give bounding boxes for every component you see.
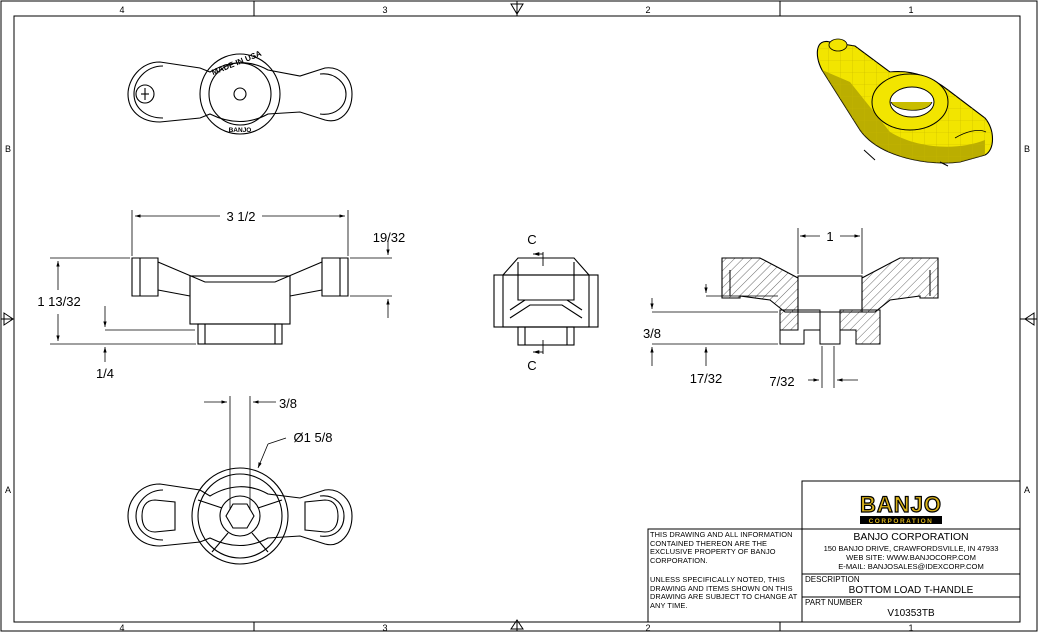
zone-col-label: 3 — [382, 5, 387, 15]
bottom-view — [127, 467, 353, 565]
change-notice: UNLESS SPECIFICALLY NOTED, THIS DRAWING … — [650, 575, 798, 610]
section-view-dimensions — [650, 228, 863, 388]
top-view — [127, 53, 353, 135]
section-marker-bottom: C — [527, 358, 536, 373]
brand-marking-top: BANJO — [229, 127, 252, 134]
dimension-overall-height: 1 13/32 — [37, 294, 80, 309]
zone-col-label: 4 — [119, 623, 124, 632]
zone-row-label: B — [1024, 144, 1030, 154]
made-in-usa-marking: MADE IN USA — [210, 49, 263, 77]
zone-col-label: 4 — [119, 5, 124, 15]
title-block-frame — [647, 480, 1021, 623]
dimension-section-base: 17/32 — [690, 371, 723, 386]
zone-row-label: B — [5, 144, 11, 154]
bottom-view-dimensions — [204, 396, 287, 510]
dimension-pin-width: 7/32 — [769, 374, 794, 389]
part-number-value: V10353TB — [887, 608, 935, 619]
dimension-hub-diameter: Ø1 5/8 — [293, 430, 332, 445]
description-value: BOTTOM LOAD T-HANDLE — [848, 585, 974, 596]
dimension-overall-length: 3 1/2 — [227, 209, 256, 224]
logo-subtext: CORPORATION — [869, 518, 934, 525]
ownership-notice: THIS DRAWING AND ALL INFORMATION CONTAIN… — [650, 530, 793, 565]
zone-col-label: 3 — [382, 623, 387, 632]
section-view — [721, 257, 939, 345]
side-view — [493, 257, 599, 346]
section-cut-markers — [533, 252, 544, 354]
logo-text: BANJO — [860, 492, 942, 517]
front-view-dimensions — [50, 210, 392, 362]
dimension-section-width: 1 — [826, 229, 833, 244]
company-website: WEB SITE: WWW.BANJOCORP.COM — [846, 553, 976, 562]
banjo-logo: BANJO CORPORATION — [859, 490, 942, 525]
dimension-hub-height: 1/4 — [96, 366, 114, 381]
section-marker-top: C — [527, 232, 536, 247]
zone-col-label: 2 — [645, 5, 650, 15]
zone-col-label: 2 — [645, 623, 650, 632]
company-address: 150 BANJO DRIVE, CRAWFORDSVILLE, IN 4793… — [823, 544, 999, 553]
zone-col-label: 1 — [908, 5, 913, 15]
front-view — [131, 257, 349, 345]
company-email: E-MAIL: BANJOSALES@IDEXCORP.COM — [838, 562, 984, 571]
part-number-label: PART NUMBER — [805, 598, 863, 607]
isometric-render — [816, 38, 994, 167]
dimension-section-depth: 3/8 — [643, 326, 661, 341]
zone-col-label: 1 — [908, 623, 913, 632]
dimension-hex-across: 3/8 — [279, 396, 297, 411]
company-name: BANJO CORPORATION — [853, 531, 969, 543]
dimension-wing-height: 19/32 — [373, 230, 406, 245]
description-label: DESCRIPTION — [805, 575, 860, 584]
zone-row-label: A — [5, 485, 11, 495]
zone-row-label: A — [1024, 485, 1030, 495]
